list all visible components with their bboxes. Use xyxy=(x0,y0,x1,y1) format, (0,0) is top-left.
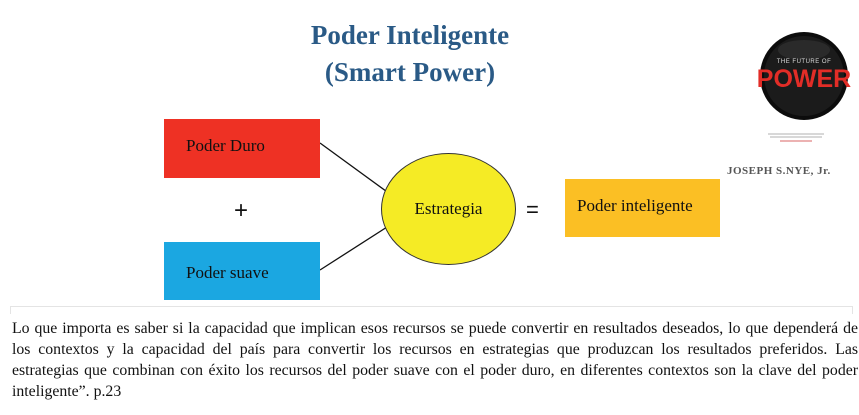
book-blurb xyxy=(766,132,826,145)
estrategia-circle: Estrategia xyxy=(381,153,516,265)
equals-sign: = xyxy=(526,197,539,222)
poder-inteligente-label: Poder inteligente xyxy=(577,196,693,215)
poder-duro-box: Poder Duro xyxy=(164,119,320,178)
estrategia-label: Estrategia xyxy=(414,199,483,218)
book-cover-image: THE FUTURE OF POWER xyxy=(757,32,851,120)
book-author: JOSEPH S.NYE, Jr. xyxy=(727,165,831,177)
poder-inteligente-box: Poder inteligente xyxy=(565,179,720,237)
title-line-1: Poder Inteligente xyxy=(310,20,510,50)
poder-suave-box: Poder suave xyxy=(164,242,320,300)
plus-sign: + xyxy=(234,197,249,224)
poder-duro-label: Poder Duro xyxy=(186,136,265,155)
book-blurb-lines xyxy=(768,133,824,142)
quote-frame xyxy=(10,306,853,314)
title-line-2: (Smart Power) xyxy=(324,57,496,87)
poder-suave-label: Poder suave xyxy=(186,263,269,282)
book-cover-line2: POWER xyxy=(757,65,851,93)
book-cover-line1: THE FUTURE OF xyxy=(777,59,832,65)
quote-paragraph: Lo que importa es saber si la capacidad … xyxy=(12,320,858,400)
